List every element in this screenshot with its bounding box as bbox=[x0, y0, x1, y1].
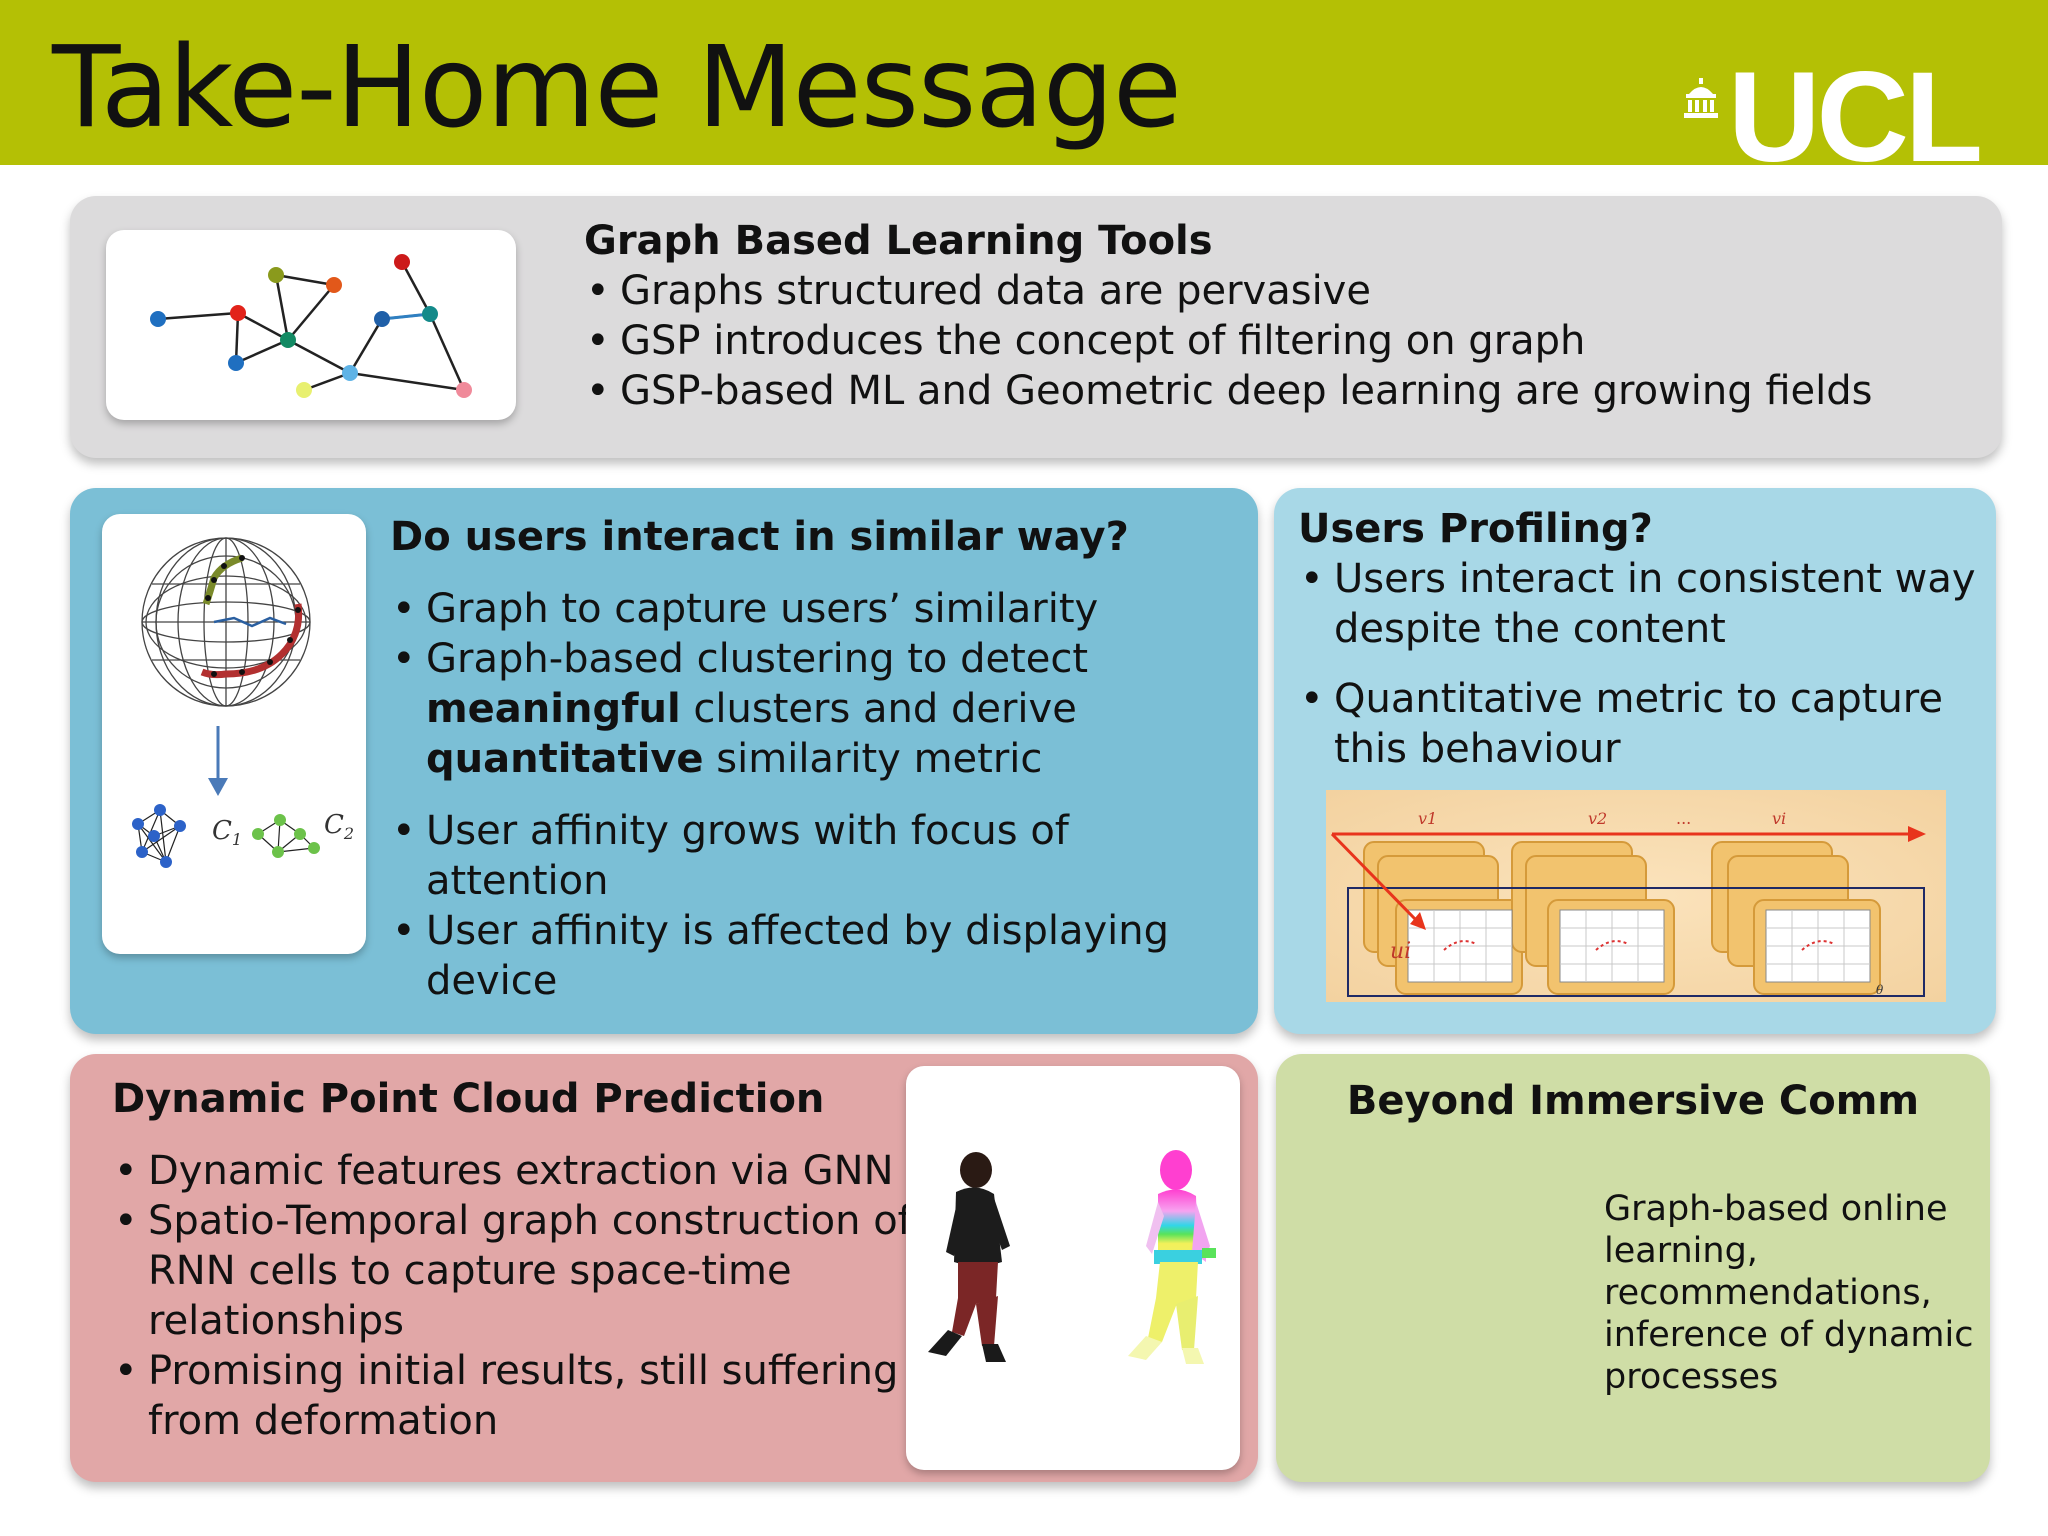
ucl-logo-text: UCL bbox=[1728, 46, 1983, 189]
users-profiling-panel: Users Profiling? Users interact in consi… bbox=[1274, 488, 1996, 1034]
diagram-label-ellipsis: ... bbox=[1676, 809, 1691, 828]
diagram-label-vi: vi bbox=[1772, 809, 1786, 828]
graph-tools-list: Graphs structured data are pervasive GSP… bbox=[584, 266, 1964, 416]
sphere-trajectory-figure bbox=[132, 537, 320, 868]
users-interact-heading: Do users interact in similar way? bbox=[390, 514, 1129, 560]
beyond-panel: Beyond Immersive Comm Graph-based online… bbox=[1276, 1054, 1990, 1482]
diagram-label-v2: v2 bbox=[1588, 809, 1607, 828]
cluster-label-c1: C1 bbox=[212, 816, 243, 850]
page-title: Take-Home Message bbox=[52, 23, 1182, 153]
walking-figures-image bbox=[928, 1150, 1216, 1364]
list-item: Promising initial results, still sufferi… bbox=[112, 1346, 942, 1446]
network-graph-figure bbox=[150, 254, 472, 398]
header-bar: Take-Home Message UCL bbox=[0, 0, 2048, 182]
diagram-label-theta: θ bbox=[1876, 983, 1884, 997]
point-cloud-list: Dynamic features extraction via GNN Spat… bbox=[112, 1146, 942, 1446]
list-item: Dynamic features extraction via GNN bbox=[112, 1146, 942, 1196]
list-item: Quantitative metric to capture this beha… bbox=[1298, 674, 1978, 774]
point-cloud-image-card bbox=[906, 1066, 1240, 1470]
list-item: Graph-based clustering to detect meaning… bbox=[390, 634, 1250, 784]
list-item: User affinity grows with focus of attent… bbox=[390, 806, 1250, 906]
users-interact-text: Do users interact in similar way? Graph … bbox=[390, 512, 1250, 1006]
diagram-label-ui: ui bbox=[1390, 939, 1411, 964]
point-cloud-text: Dynamic Point Cloud Prediction Dynamic f… bbox=[112, 1074, 942, 1446]
list-item: GSP introduces the concept of filtering … bbox=[584, 316, 1964, 366]
users-profiling-heading: Users Profiling? bbox=[1298, 506, 1653, 552]
graph-tools-text: Graph Based Learning Tools Graphs struct… bbox=[584, 216, 1964, 416]
point-cloud-panel: Dynamic Point Cloud Prediction Dynamic f… bbox=[70, 1054, 1258, 1482]
profiling-diagram-figure: v1 v2 ... vi ui θ bbox=[1326, 790, 1946, 1002]
sphere-cluster-card: C1 C2 bbox=[102, 514, 366, 954]
portico-dome-icon bbox=[1684, 78, 1718, 118]
list-item: GSP-based ML and Geometric deep learning… bbox=[584, 366, 1964, 416]
cluster-label-c2: C2 bbox=[324, 810, 355, 844]
list-item: Users interact in consistent way despite… bbox=[1298, 554, 1978, 654]
users-interact-list-1: Graph to capture users’ similarity Graph… bbox=[390, 584, 1250, 784]
users-interact-list-2: User affinity grows with focus of attent… bbox=[390, 806, 1250, 1006]
beyond-text: Graph-based online learning, recommendat… bbox=[1604, 1189, 1974, 1397]
list-item: Graphs structured data are pervasive bbox=[584, 266, 1964, 316]
profiling-diagram: v1 v2 ... vi ui θ bbox=[1326, 790, 1946, 1002]
ucl-logo: UCL bbox=[1684, 54, 2002, 182]
users-profiling-text: Users Profiling? Users interact in consi… bbox=[1298, 504, 1978, 774]
graph-illustration-card bbox=[106, 230, 516, 420]
graph-tools-panel: Graph Based Learning Tools Graphs struct… bbox=[70, 196, 2002, 458]
list-item: Spatio-Temporal graph construction of RN… bbox=[112, 1196, 942, 1346]
list-item: User affinity is affected by displaying … bbox=[390, 906, 1250, 1006]
beyond-heading: Beyond Immersive Comm bbox=[1346, 1078, 1920, 1124]
users-profiling-list: Users interact in consistent way despite… bbox=[1298, 554, 1978, 774]
users-interact-panel: C1 C2 Do users interact in similar way? … bbox=[70, 488, 1258, 1034]
list-item: Graph to capture users’ similarity bbox=[390, 584, 1250, 634]
point-cloud-heading: Dynamic Point Cloud Prediction bbox=[112, 1076, 825, 1122]
diagram-label-v1: v1 bbox=[1418, 809, 1437, 828]
graph-tools-heading: Graph Based Learning Tools bbox=[584, 218, 1213, 264]
